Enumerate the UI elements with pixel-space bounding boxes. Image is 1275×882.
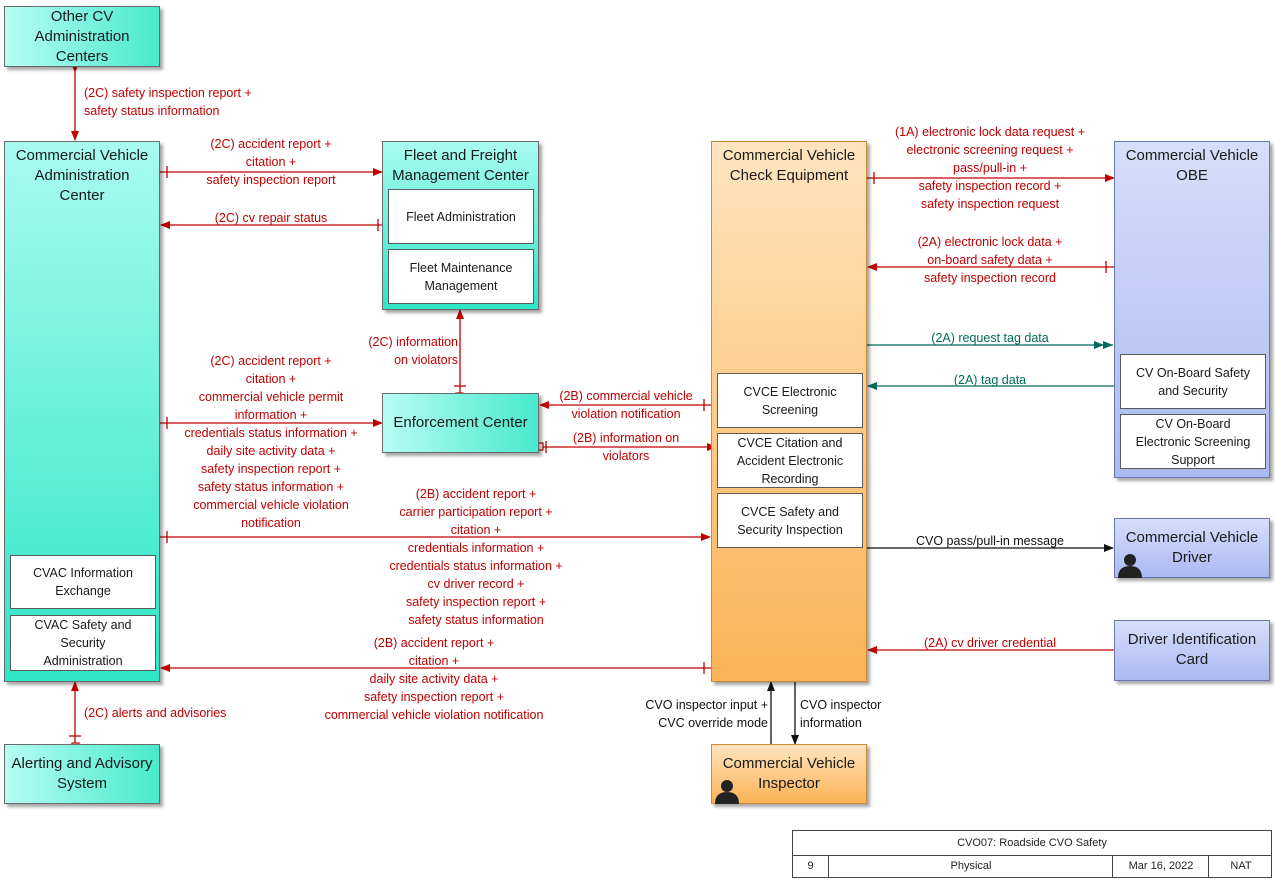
flow-label-reports-from-cvce: (2B) accident report + citation + daily … [324,636,544,722]
subsystem-cvce-safety-and-security-inspection[interactable]: CVCE Safety and Security Inspection [717,493,863,548]
flow-label-data-from-obe: (2A) electronic lock data + on-board saf… [917,235,1063,285]
flow-label-reports-to-enforcement: (2C) accident report + citation + commer… [184,354,358,530]
revision-date: Mar 16, 2022 [1112,855,1209,877]
scope-code: NAT [1208,855,1273,877]
subsystem-fleet-administration[interactable]: Fleet Administration [388,189,534,244]
node-driver-identification-card[interactable]: Driver Identification Card [1114,620,1270,681]
flow-label-cv-repair-status: (2C) cv repair status [214,211,328,225]
node-title: Commercial Vehicle Administration Center [15,147,149,204]
subsystem-fleet-maintenance-management[interactable]: Fleet Maintenance Management [388,249,534,304]
node-title: Commercial Vehicle OBE [1125,147,1259,184]
node-alerting-and-advisory-system[interactable]: Alerting and Advisory System [4,744,160,804]
flow-label-alerts-and-advisories: (2C) alerts and advisories [84,706,227,720]
flow-label-tag-data: (2A) tag data [953,373,1027,387]
flow-label-violators-to-fleet: (2C) information on violators [368,335,458,367]
node-commercial-vehicle-obe[interactable]: Commercial Vehicle OBE CV On-Board Safet… [1114,141,1270,478]
flow-label-request-tag-data: (2A) request tag data [931,331,1049,345]
node-title: Driver Identification Card [1127,631,1257,668]
node-title: Alerting and Advisory System [11,755,153,792]
subsystem-cvce-electronic-screening[interactable]: CVCE Electronic Screening [717,373,863,428]
node-title: Enforcement Center [393,414,528,431]
title-block: CVO07: Roadside CVO Safety 9 Physical Ma… [792,830,1272,878]
diagram-title: CVO07: Roadside CVO Safety [793,831,1271,856]
flow-label-inspector-input: CVO inspector input + CVC override mode [645,698,768,730]
flow-label-reports-to-cvce: (2B) accident report + carrier participa… [389,487,563,627]
node-fleet-and-freight-management-center[interactable]: Fleet and Freight Management Center Flee… [382,141,539,310]
node-title: Other CV Administration Centers [34,8,130,65]
flow-label-requests-to-obe: (1A) electronic lock data request + elec… [894,125,1086,211]
node-title: Fleet and Freight Management Center [392,147,529,184]
subsystem-cvce-citation-and-accident-electronic-recording[interactable]: CVCE Citation and Accident Electronic Re… [717,433,863,488]
flow-label-reports-to-fleet: (2C) accident report + citation + safety… [206,137,336,187]
node-commercial-vehicle-check-equipment[interactable]: Commercial Vehicle Check Equipment CVCE … [711,141,867,682]
node-title: Commercial Vehicle Check Equipment [722,147,856,184]
subsystem-cvac-information-exchange[interactable]: CVAC Information Exchange [10,555,156,609]
node-commercial-vehicle-administration-center[interactable]: Commercial Vehicle Administration Center… [4,141,160,682]
node-title: Commercial Vehicle Driver [1125,529,1259,566]
person-icon [715,780,739,804]
node-enforcement-center[interactable]: Enforcement Center [382,393,539,453]
view-name: Physical [828,855,1113,877]
flow-label-safety-to-other-cvac: (2C) safety inspection report + safety s… [84,86,252,118]
node-commercial-vehicle-inspector[interactable]: Commercial Vehicle Inspector [711,744,867,804]
node-title: Commercial Vehicle Inspector [722,755,856,792]
flow-label-inspector-information: CVO inspector information [800,698,882,730]
flow-label-cv-driver-credential: (2A) cv driver credential [924,636,1056,650]
subsystem-cv-on-board-electronic-screening-support[interactable]: CV On-Board Electronic Screening Support [1120,414,1266,469]
node-other-cv-administration-centers[interactable]: Other CV Administration Centers [4,6,160,67]
node-commercial-vehicle-driver[interactable]: Commercial Vehicle Driver [1114,518,1270,578]
person-icon [1118,554,1142,578]
page-number: 9 [807,860,814,872]
subsystem-cvac-safety-and-security-administration[interactable]: CVAC Safety and Security Administration [10,615,156,671]
flow-label-cvo-pass-pull-in: CVO pass/pull-in message [916,534,1064,548]
flow-label-information-on-violators: (2B) information on violators [572,431,680,463]
subsystem-cv-on-board-safety-and-security[interactable]: CV On-Board Safety and Security [1120,354,1266,409]
flow-label-cv-violation-notification: (2B) commercial vehicle violation notifi… [559,389,693,421]
